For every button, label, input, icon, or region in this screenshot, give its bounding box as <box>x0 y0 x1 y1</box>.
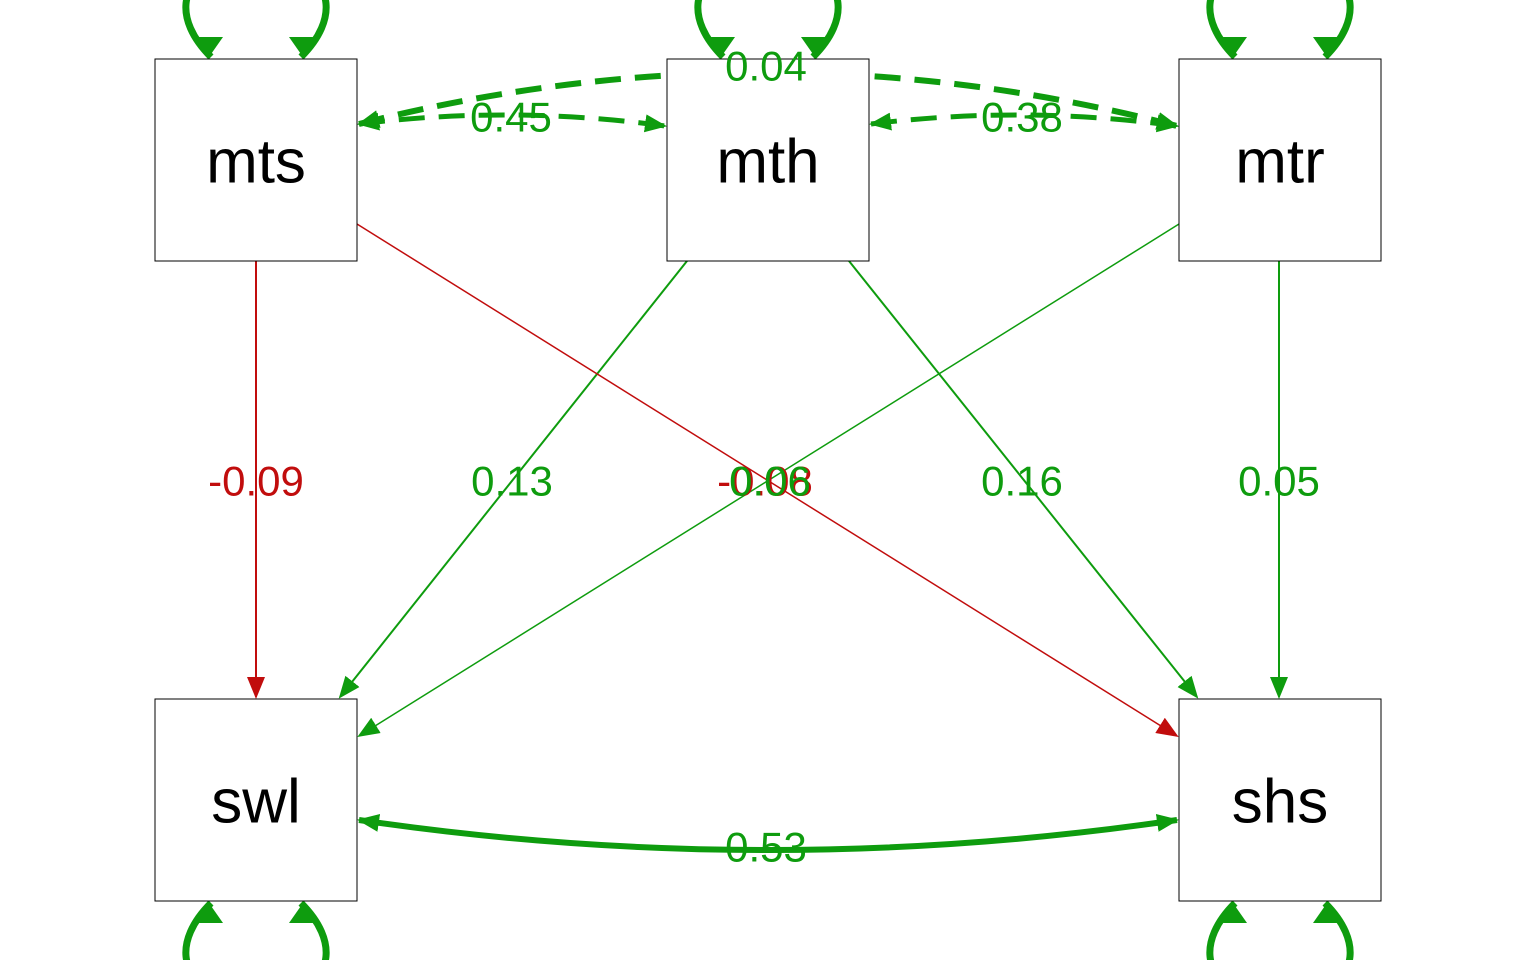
covariance-swl-shs <box>357 813 1179 853</box>
covariance-label-swl-shs: 0.53 <box>725 824 807 871</box>
node-mts: mts <box>154 58 358 262</box>
residual-loop-mth <box>694 0 842 60</box>
regression-edges <box>247 223 1288 738</box>
covariance-label-mth-mtr: 0.38 <box>981 94 1063 141</box>
residual-loop-shs <box>1206 900 1354 960</box>
edge-labels: 0.45 0.38 0.04 0.53 -0.09 0.13 -0.080.06 0.16 0.… <box>208 43 1320 871</box>
node-label-mts: mts <box>206 128 306 197</box>
node-box-swl <box>154 698 358 902</box>
node-label-mth: mth <box>716 128 819 197</box>
regression-label-mts-shs: -0.08 <box>717 458 813 505</box>
residual-arrowhead <box>199 37 223 57</box>
regression-label-mth-swl: 0.13 <box>471 458 553 505</box>
nodes: mts mth mtr swl shs <box>154 58 1382 902</box>
residual-arrowhead <box>711 37 735 57</box>
residual-loop-mtr <box>1206 0 1354 60</box>
node-box-mtr <box>1178 58 1382 262</box>
node-mtr: mtr <box>1178 58 1382 262</box>
node-label-swl: swl <box>211 768 301 837</box>
node-swl: swl <box>154 698 358 902</box>
residual-loop-mts <box>182 0 330 60</box>
residual-loop-swl <box>182 900 330 960</box>
node-box-shs <box>1178 698 1382 902</box>
residual-arrowhead <box>1223 903 1247 923</box>
regression-label-mts-swl: -0.09 <box>208 458 304 505</box>
residual-arrowhead <box>1223 37 1247 57</box>
residual-loops <box>182 0 1354 960</box>
residual-arrowhead <box>289 37 313 57</box>
node-label-shs: shs <box>1232 768 1328 837</box>
regression-mth-shs <box>848 260 1199 699</box>
residual-arrowhead <box>1313 903 1337 923</box>
residual-arrowhead <box>1313 37 1337 57</box>
regression-mtr-swl <box>357 223 1180 738</box>
regression-label-mth-shs: 0.16 <box>981 458 1063 505</box>
regression-mth-swl <box>338 260 688 699</box>
residual-arrowhead <box>289 903 313 923</box>
node-label-mtr: mtr <box>1235 128 1325 197</box>
node-box-mth <box>666 58 870 262</box>
residual-arrowhead <box>199 903 223 923</box>
covariance-label-mts-mth: 0.45 <box>470 94 552 141</box>
node-mth: mth <box>666 58 870 262</box>
node-shs: shs <box>1178 698 1382 902</box>
node-box-mts <box>154 58 358 262</box>
covariance-label-mts-mtr: 0.04 <box>725 43 807 90</box>
regression-label-mtr-shs: 0.05 <box>1238 458 1320 505</box>
residual-arrowhead <box>801 37 825 57</box>
regression-mts-shs <box>356 223 1179 738</box>
regression-label-mtr-swl: 0.06 <box>729 458 811 505</box>
